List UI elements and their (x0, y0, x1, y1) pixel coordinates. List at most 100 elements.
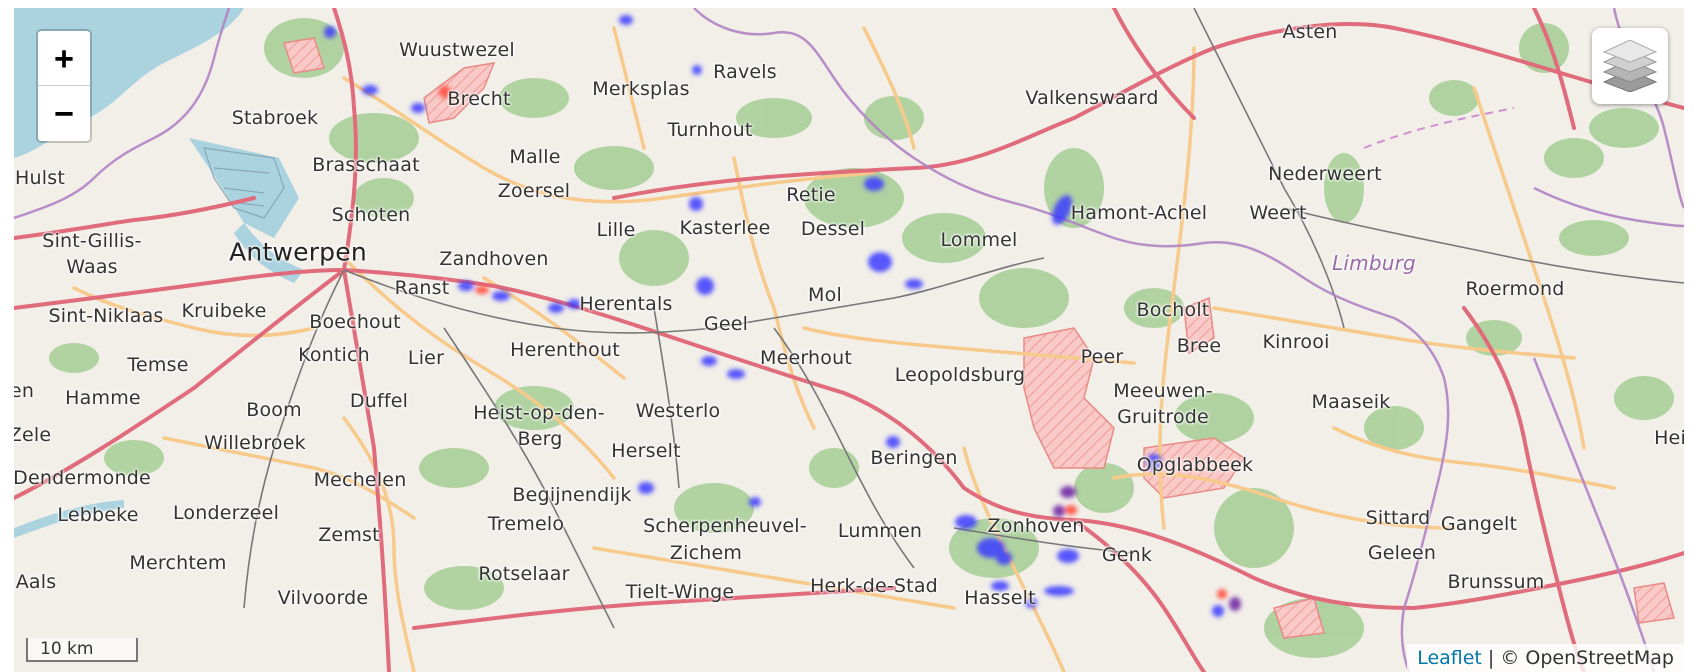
place-label: Sittard (1365, 507, 1431, 529)
place-label: Asten (1282, 21, 1338, 43)
place-label: Maaseik (1311, 391, 1391, 413)
place-label: Peer (1080, 346, 1124, 368)
place-label: Leopoldsburg (894, 364, 1026, 386)
borders (14, 8, 1684, 672)
place-label: Merksplas (592, 78, 690, 100)
place-label: Rotselaar (478, 563, 570, 585)
place-label: Mol (808, 284, 842, 306)
place-label: Meerhout (759, 347, 853, 369)
place-label: Gangelt (1440, 513, 1518, 535)
map-tiles (14, 8, 1684, 672)
place-label: Lille (596, 219, 636, 241)
place-label: Tielt-Winge (625, 581, 735, 603)
osm-attribution: © OpenStreetMap (1500, 647, 1674, 669)
region-label: Limburg (1332, 251, 1416, 275)
place-label: Nederweert (1268, 163, 1382, 185)
place-label: Tremelo (487, 513, 565, 535)
place-label: Hei (1654, 427, 1684, 449)
place-label: Dendermonde (14, 467, 151, 489)
map-viewport[interactable]: Wuustwezel Brecht Stabroek Ravels Merksp… (14, 8, 1684, 672)
place-label: Westerlo (635, 400, 721, 422)
place-label: Heist-op-den- (473, 402, 605, 424)
place-label: Meeuwen- (1113, 380, 1213, 402)
place-label: Herk-de-Stad (810, 575, 938, 597)
place-label: Geleen (1367, 542, 1437, 564)
place-label: Lier (407, 347, 445, 369)
place-label: Duffel (349, 390, 409, 412)
place-label: Kinrooi (1262, 331, 1330, 353)
motorways (14, 8, 1684, 672)
place-label: Dessel (800, 218, 866, 240)
place-label: Brunssum (1447, 571, 1545, 593)
province-border-dashed (1363, 107, 1515, 149)
place-label: Zemst (318, 524, 380, 546)
place-label: Ravels (713, 61, 777, 83)
restricted-areas (283, 37, 1675, 639)
place-label: Merchtem (129, 552, 227, 574)
place-label: Genk (1101, 544, 1153, 566)
place-label: Weert (1249, 202, 1307, 224)
place-label: en (14, 380, 35, 402)
place-label: Herentals (579, 293, 673, 315)
scale-label: 10 km (40, 639, 94, 659)
scale-bar: 10 km (26, 638, 138, 662)
place-label: Bocholt (1136, 299, 1210, 321)
place-label: Malle (509, 146, 561, 168)
place-label: Beringen (870, 447, 958, 469)
place-label: Gruitrode (1117, 406, 1209, 428)
place-label: Hulst (15, 167, 65, 189)
place-label: Willebroek (204, 432, 306, 454)
zoom-out-button[interactable]: − (54, 94, 74, 132)
place-label: Kontich (298, 344, 370, 366)
place-label: Ranst (394, 277, 450, 299)
place-label: Boom (246, 399, 302, 421)
layers-stack-icon (1602, 40, 1658, 92)
place-label: Waas (66, 256, 118, 278)
place-label: Wuustwezel (399, 39, 515, 61)
place-label: Hamont-Achel (1070, 202, 1208, 224)
place-label: Hasselt (964, 587, 1036, 609)
place-label: Mechelen (313, 469, 407, 491)
place-label: Vilvoorde (277, 587, 369, 609)
place-label: Lummen (837, 520, 923, 542)
place-label: Scherpenheuvel- (643, 515, 807, 537)
primary-roads (72, 26, 1616, 672)
place-label: Roermond (1465, 278, 1565, 300)
place-label: Zonhoven (987, 515, 1085, 537)
place-label: Stabroek (231, 107, 319, 129)
place-label: Bree (1176, 335, 1222, 357)
place-label: Herselt (611, 440, 681, 462)
place-label: Lommel (940, 229, 1018, 251)
place-label: Begijnendijk (512, 484, 632, 506)
place-label: Temse (127, 354, 189, 376)
place-label: Aals (15, 571, 57, 593)
place-label: Kruibeke (181, 300, 267, 322)
port-docks (203, 147, 285, 219)
place-label: Zichem (669, 542, 743, 564)
railways (243, 8, 1684, 629)
zoom-in-button[interactable]: + (38, 31, 90, 86)
place-label: Zoersel (497, 180, 571, 202)
zoom-control: + − (36, 29, 92, 143)
attribution-separator: | (1481, 647, 1501, 669)
place-label: Valkenswaard (1025, 87, 1159, 109)
place-label: Sint-Niklaas (48, 305, 164, 327)
place-label: Schoten (331, 204, 411, 226)
place-label: Sint-Gillis- (42, 230, 142, 252)
attribution: Leaflet | © OpenStreetMap (1407, 644, 1684, 672)
layers-button[interactable] (1592, 28, 1668, 104)
place-label: Londerzeel (172, 502, 280, 524)
place-label: Lebbeke (57, 504, 139, 526)
place-label: Opglabbeek (1136, 454, 1254, 476)
place-label: Zandhoven (439, 248, 549, 270)
forest-patches (49, 18, 1674, 658)
place-label: Brasschaat (312, 154, 420, 176)
place-label: Berg (517, 428, 563, 450)
place-label: Zele (14, 424, 52, 446)
place-label-major: Antwerpen (229, 237, 367, 267)
leaflet-link[interactable]: Leaflet (1417, 647, 1482, 669)
place-label: Turnhout (667, 119, 753, 141)
place-label: Brecht (447, 88, 511, 110)
place-label: Hamme (65, 387, 141, 409)
place-label: Retie (786, 184, 836, 206)
